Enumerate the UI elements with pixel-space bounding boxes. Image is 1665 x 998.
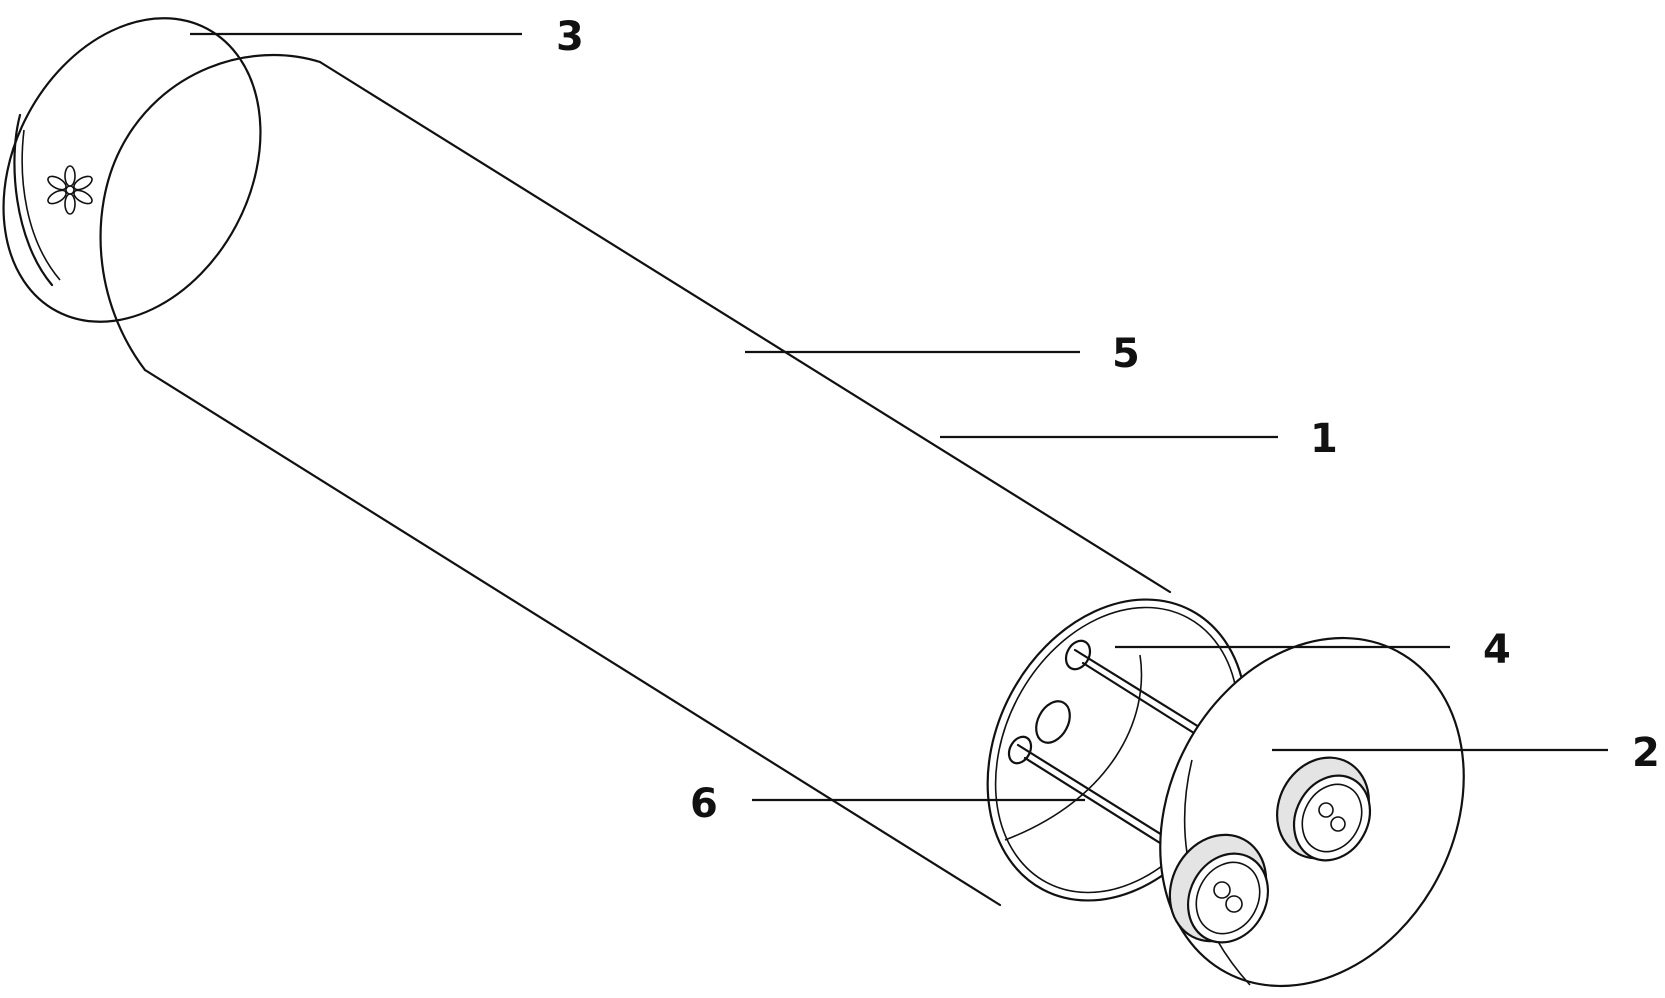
callout-5: 5: [1112, 331, 1140, 377]
flower-logo-icon: [47, 165, 93, 215]
callout-6: 6: [690, 781, 718, 827]
port-upper-icon: [1276, 756, 1372, 862]
back-end-cap: [2, 17, 262, 323]
port-lower-icon: [1168, 833, 1270, 944]
callout-4: 4: [1483, 627, 1511, 673]
inner-holes: [1007, 639, 1092, 765]
cylinder-body: [99, 53, 1172, 907]
callout-2: 2: [1632, 730, 1660, 776]
callout-3: 3: [556, 14, 584, 60]
support-rods: [1016, 648, 1214, 850]
callout-1: 1: [1310, 416, 1338, 462]
